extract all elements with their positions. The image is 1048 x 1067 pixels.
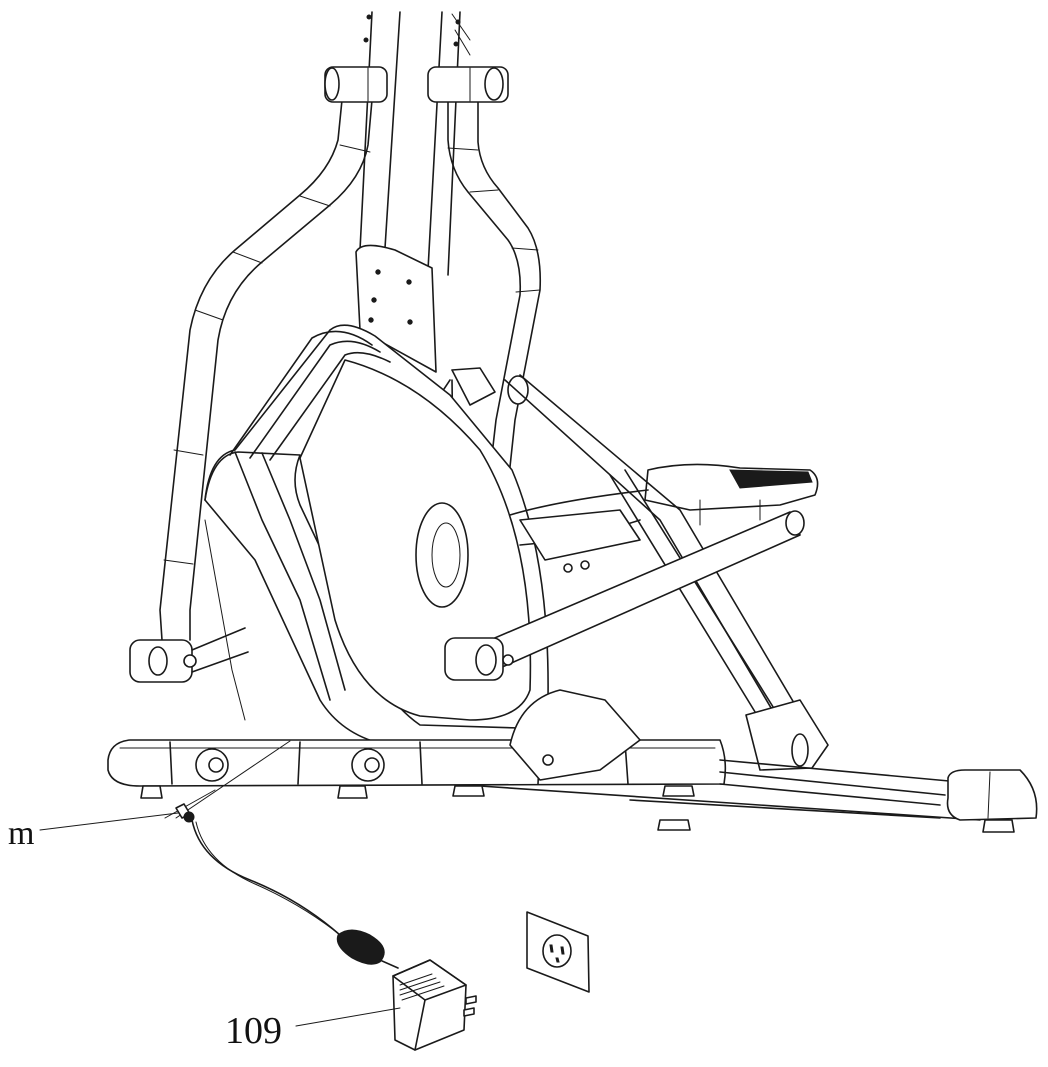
upright-column xyxy=(355,11,471,373)
power-cord xyxy=(191,819,399,969)
callout-label-109: 109 xyxy=(225,1010,282,1052)
left-handlebar-arm xyxy=(129,66,388,683)
pedal-linkage xyxy=(444,374,829,771)
power-adapter xyxy=(295,959,477,1051)
wall-outlet xyxy=(526,911,590,993)
flywheel-shroud xyxy=(204,324,549,749)
base-frame xyxy=(107,689,1038,833)
callout-label-m: m xyxy=(8,815,35,852)
